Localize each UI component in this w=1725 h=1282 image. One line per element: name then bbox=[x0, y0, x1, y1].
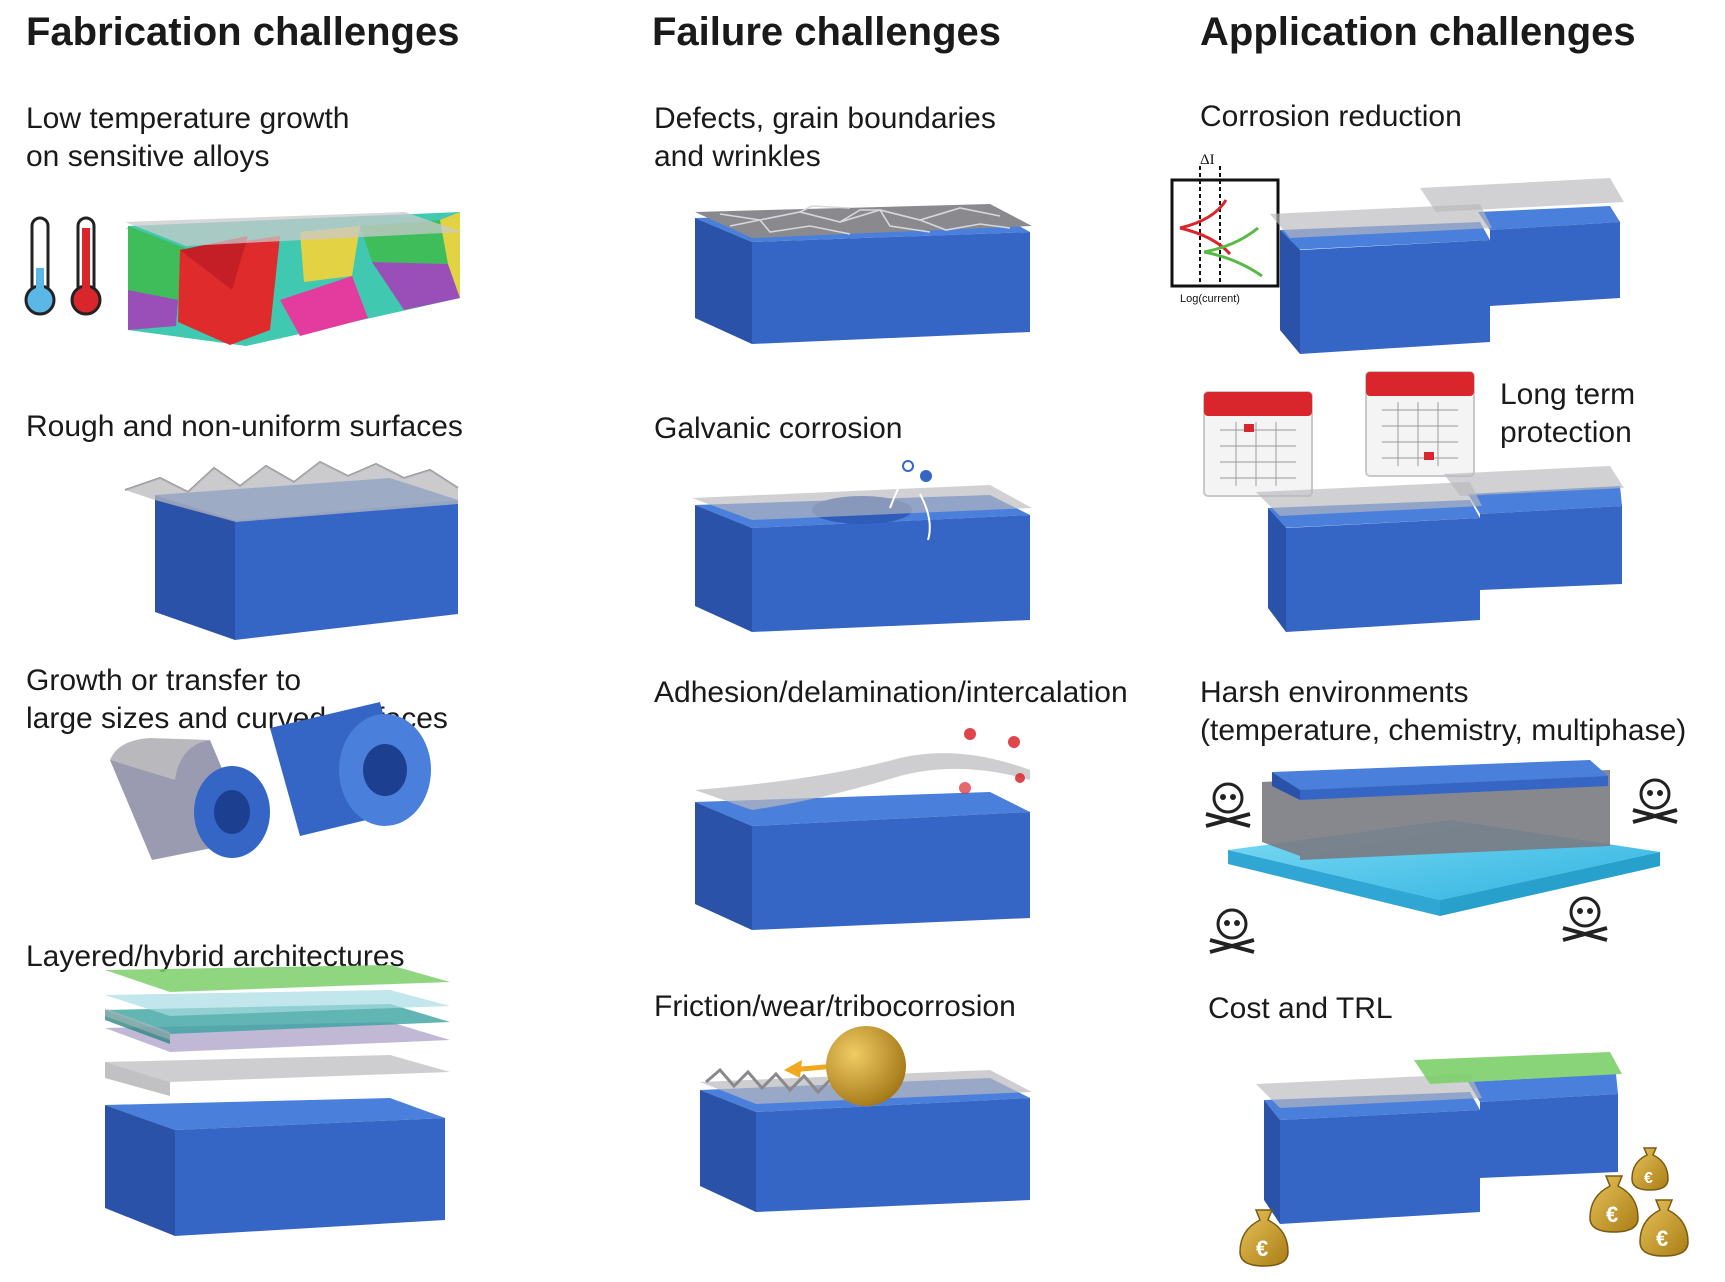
money-bag-icon: € bbox=[1639, 1199, 1689, 1257]
label-cost-trl: Cost and TRL bbox=[1208, 990, 1393, 1028]
tube-bare bbox=[270, 702, 431, 836]
galvanic-corrosion-block bbox=[692, 460, 1032, 632]
label-friction-wear: Friction/wear/tribocorrosion bbox=[654, 988, 1016, 1026]
label-line: Cost and TRL bbox=[1208, 992, 1393, 1025]
column-heading-fabrication: Fabrication challenges bbox=[26, 10, 460, 54]
currency-symbol: € bbox=[1256, 1236, 1268, 1261]
layered-block bbox=[105, 965, 450, 1236]
label-line: Friction/wear/tribocorrosion bbox=[654, 990, 1016, 1023]
label-line: Adhesion/delamination/intercalation bbox=[654, 676, 1128, 709]
label-galvanic-corrosion: Galvanic corrosion bbox=[654, 410, 902, 448]
label-corrosion-reduction: Corrosion reduction bbox=[1200, 98, 1462, 136]
defects-block bbox=[695, 204, 1032, 344]
label-harsh-environments: Harsh environments (temperature, chemist… bbox=[1200, 674, 1686, 750]
label-line: Defects, grain boundaries bbox=[654, 102, 996, 135]
split-block-long-term bbox=[1256, 466, 1624, 632]
label-line: Galvanic corrosion bbox=[654, 412, 903, 445]
label-rough-surfaces: Rough and non-uniform surfaces bbox=[26, 408, 463, 446]
money-bag-icon: € bbox=[1589, 1175, 1639, 1233]
thermometer-cold-icon bbox=[24, 216, 56, 316]
split-block-coated bbox=[1270, 178, 1624, 354]
rough-surface-block bbox=[124, 460, 459, 640]
split-block-cost bbox=[1256, 1052, 1622, 1224]
money-bag-icon: € bbox=[1631, 1147, 1669, 1191]
ball-icon bbox=[826, 1026, 906, 1106]
inset-top-label: ΔI bbox=[1200, 152, 1215, 168]
label-long-term-protection: Long term protection bbox=[1500, 376, 1635, 452]
tube-coated bbox=[110, 738, 270, 860]
label-line: protection bbox=[1500, 416, 1632, 449]
label-adhesion: Adhesion/delamination/intercalation bbox=[654, 674, 1128, 712]
polycrystal-block bbox=[125, 212, 462, 346]
label-defects: Defects, grain boundaries and wrinkles bbox=[654, 100, 996, 176]
polarization-inset: ΔI Log(current) bbox=[1170, 152, 1280, 305]
calendar-icon bbox=[1203, 391, 1313, 497]
inset-axis-label: Log(current) bbox=[1180, 293, 1240, 305]
skull-icon bbox=[1562, 896, 1608, 942]
label-line: on sensitive alloys bbox=[26, 140, 270, 173]
label-line: Rough and non-uniform surfaces bbox=[26, 410, 463, 443]
thermometer-hot-icon bbox=[70, 216, 102, 316]
currency-symbol: € bbox=[1644, 1170, 1653, 1187]
skull-icon bbox=[1632, 778, 1678, 824]
calendar-icon bbox=[1365, 371, 1475, 477]
harsh-environment-block bbox=[1228, 760, 1660, 916]
label-line: Harsh environments bbox=[1200, 676, 1469, 709]
label-line: Corrosion reduction bbox=[1200, 100, 1462, 133]
label-line: Growth or transfer to bbox=[26, 664, 302, 697]
column-heading-application: Application challenges bbox=[1200, 10, 1636, 54]
column-heading-failure: Failure challenges bbox=[652, 10, 1002, 54]
currency-symbol: € bbox=[1606, 1202, 1618, 1227]
label-line: (temperature, chemistry, multiphase) bbox=[1200, 714, 1687, 747]
label-line: Long term bbox=[1500, 378, 1636, 411]
skull-icon bbox=[1209, 908, 1255, 954]
adhesion-block bbox=[695, 728, 1030, 930]
label-low-temperature-growth: Low temperature growth on sensitive allo… bbox=[26, 100, 350, 176]
label-line: and wrinkles bbox=[654, 140, 821, 173]
label-line: Low temperature growth bbox=[26, 102, 350, 135]
money-bag-icon: € bbox=[1239, 1209, 1289, 1267]
currency-symbol: € bbox=[1656, 1226, 1668, 1251]
skull-icon bbox=[1205, 782, 1251, 828]
